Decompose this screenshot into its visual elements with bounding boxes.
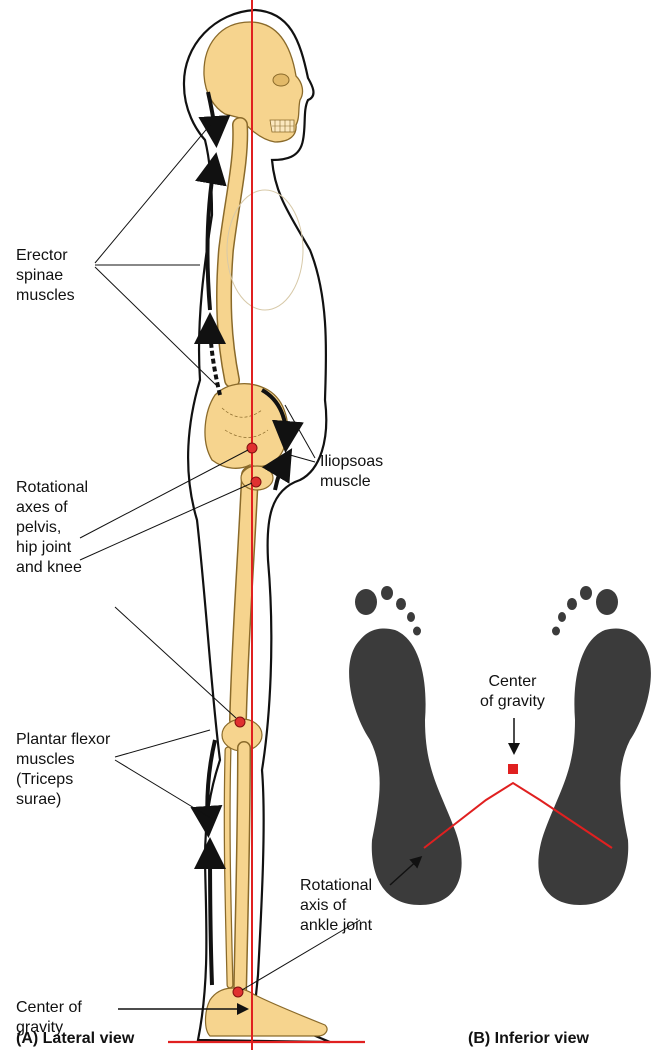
left-footprint bbox=[349, 586, 462, 905]
right-footprint bbox=[538, 586, 651, 905]
plantar-flexor-label: Plantar flexor muscles (Triceps surae) bbox=[16, 730, 110, 810]
rotational-axes-label: Rotational axes of pelvis, hip joint and… bbox=[16, 478, 88, 578]
pelvis-axis-dot bbox=[247, 443, 257, 453]
center-of-gravity-inferior-label: Center of gravity bbox=[480, 672, 545, 712]
pelvis bbox=[205, 384, 288, 469]
ankle-axis-label: Rotational axis of ankle joint bbox=[300, 876, 372, 936]
inferior-view bbox=[349, 586, 651, 905]
caption-lateral-view: (A) Lateral view bbox=[16, 1030, 134, 1048]
knee-axis-dot bbox=[235, 717, 245, 727]
erector-spinae-label: Erector spinae muscles bbox=[16, 246, 75, 306]
ankle-axis-dot bbox=[233, 987, 243, 997]
foot-bones bbox=[206, 988, 328, 1036]
caption-inferior-view: (B) Inferior view bbox=[468, 1030, 589, 1048]
center-of-gravity-marker bbox=[508, 764, 518, 774]
iliopsoas-label: Iliopsoas muscle bbox=[320, 452, 383, 492]
hip-axis-dot bbox=[251, 477, 261, 487]
